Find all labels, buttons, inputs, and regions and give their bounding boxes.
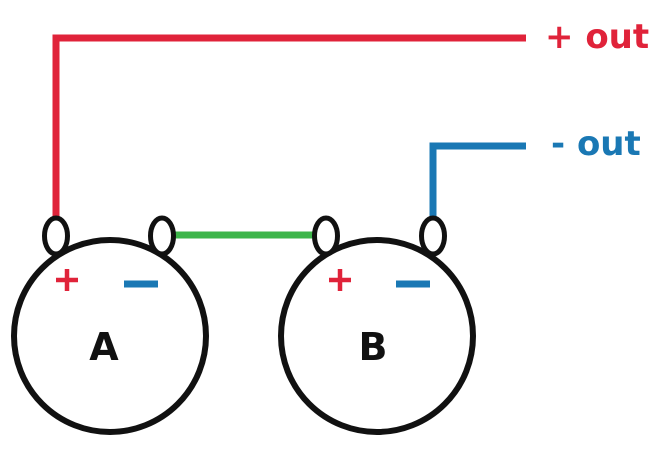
cell-b-body xyxy=(278,237,476,435)
cell-b-negative-terminal xyxy=(419,215,447,257)
cell-a-negative-terminal xyxy=(148,215,176,257)
positive-output-wire xyxy=(52,34,526,222)
negative-output-wire xyxy=(429,142,526,222)
negative-output-label: - out xyxy=(551,124,641,164)
positive-output-label: + out xyxy=(545,17,649,57)
cell-b-plus-sign xyxy=(329,269,351,291)
cell-a-label: A xyxy=(89,325,119,369)
cell-a-body xyxy=(11,237,209,435)
cell-a-plus-sign xyxy=(56,269,78,291)
cell-b-positive-terminal xyxy=(312,215,340,257)
cell-b-label: B xyxy=(359,325,388,369)
cell-a-positive-terminal xyxy=(42,215,70,257)
